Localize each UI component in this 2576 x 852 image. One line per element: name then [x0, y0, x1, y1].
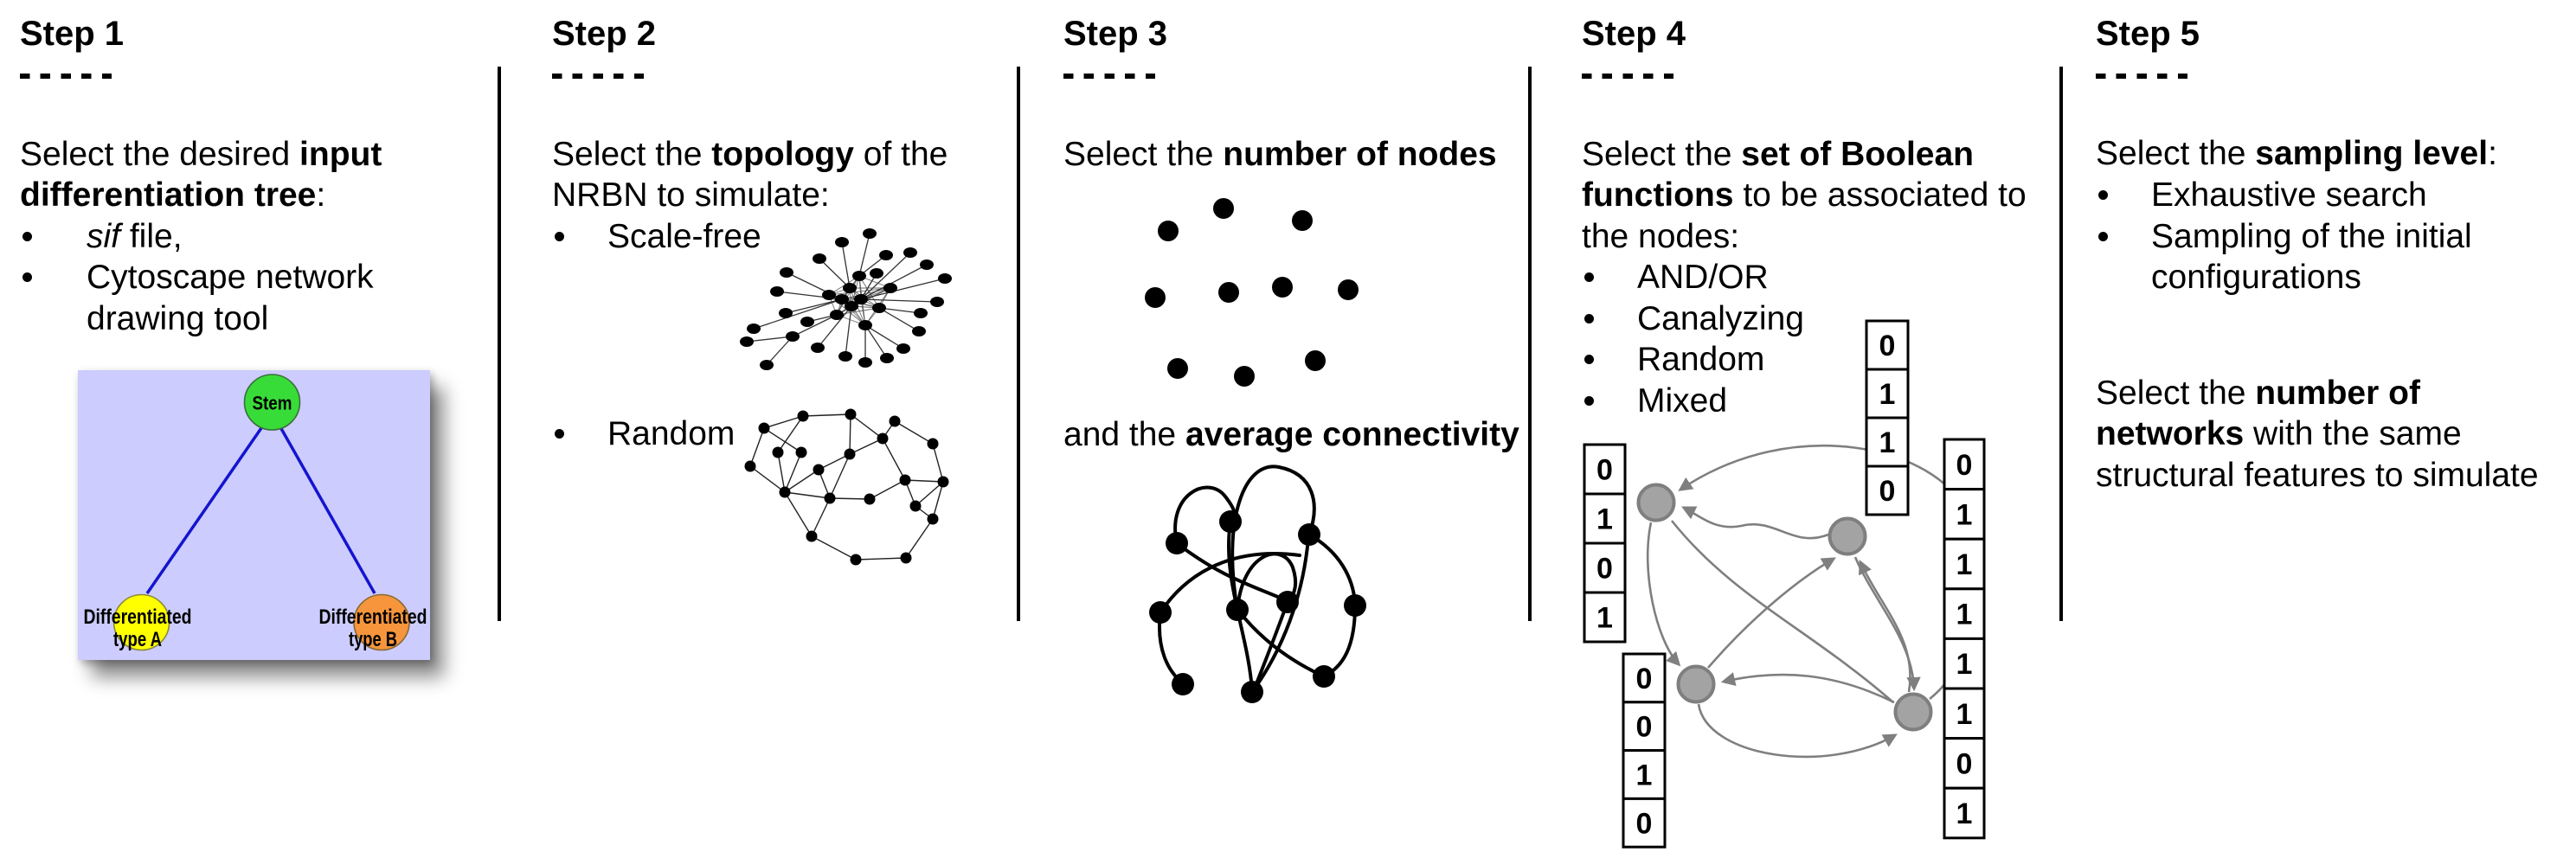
svg-text:0: 0 — [1956, 747, 1973, 780]
svg-text:1: 1 — [1596, 503, 1613, 536]
svg-text:1: 1 — [1879, 426, 1896, 459]
svg-text:1: 1 — [1636, 759, 1653, 792]
svg-text:Stem: Stem — [253, 393, 292, 414]
svg-text:1: 1 — [1956, 798, 1973, 830]
svg-text:0: 0 — [1879, 330, 1896, 362]
svg-text:0: 0 — [1596, 454, 1613, 487]
svg-text:1: 1 — [1956, 548, 1973, 581]
svg-text:type B: type B — [349, 628, 397, 651]
svg-text:1: 1 — [1956, 599, 1973, 631]
svg-text:0: 0 — [1636, 711, 1653, 744]
svg-text:Differentiated: Differentiated — [319, 605, 427, 629]
svg-text:type A: type A — [113, 628, 162, 651]
svg-text:Differentiated: Differentiated — [84, 605, 192, 629]
svg-text:0: 0 — [1596, 553, 1613, 586]
svg-text:0: 0 — [1879, 475, 1896, 508]
svg-text:0: 0 — [1636, 663, 1653, 695]
svg-text:0: 0 — [1956, 449, 1973, 482]
svg-text:0: 0 — [1636, 807, 1653, 840]
svg-text:1: 1 — [1956, 498, 1973, 531]
svg-text:1: 1 — [1956, 698, 1973, 731]
svg-text:1: 1 — [1956, 648, 1973, 681]
svg-text:1: 1 — [1596, 602, 1613, 635]
svg-text:1: 1 — [1879, 378, 1896, 411]
